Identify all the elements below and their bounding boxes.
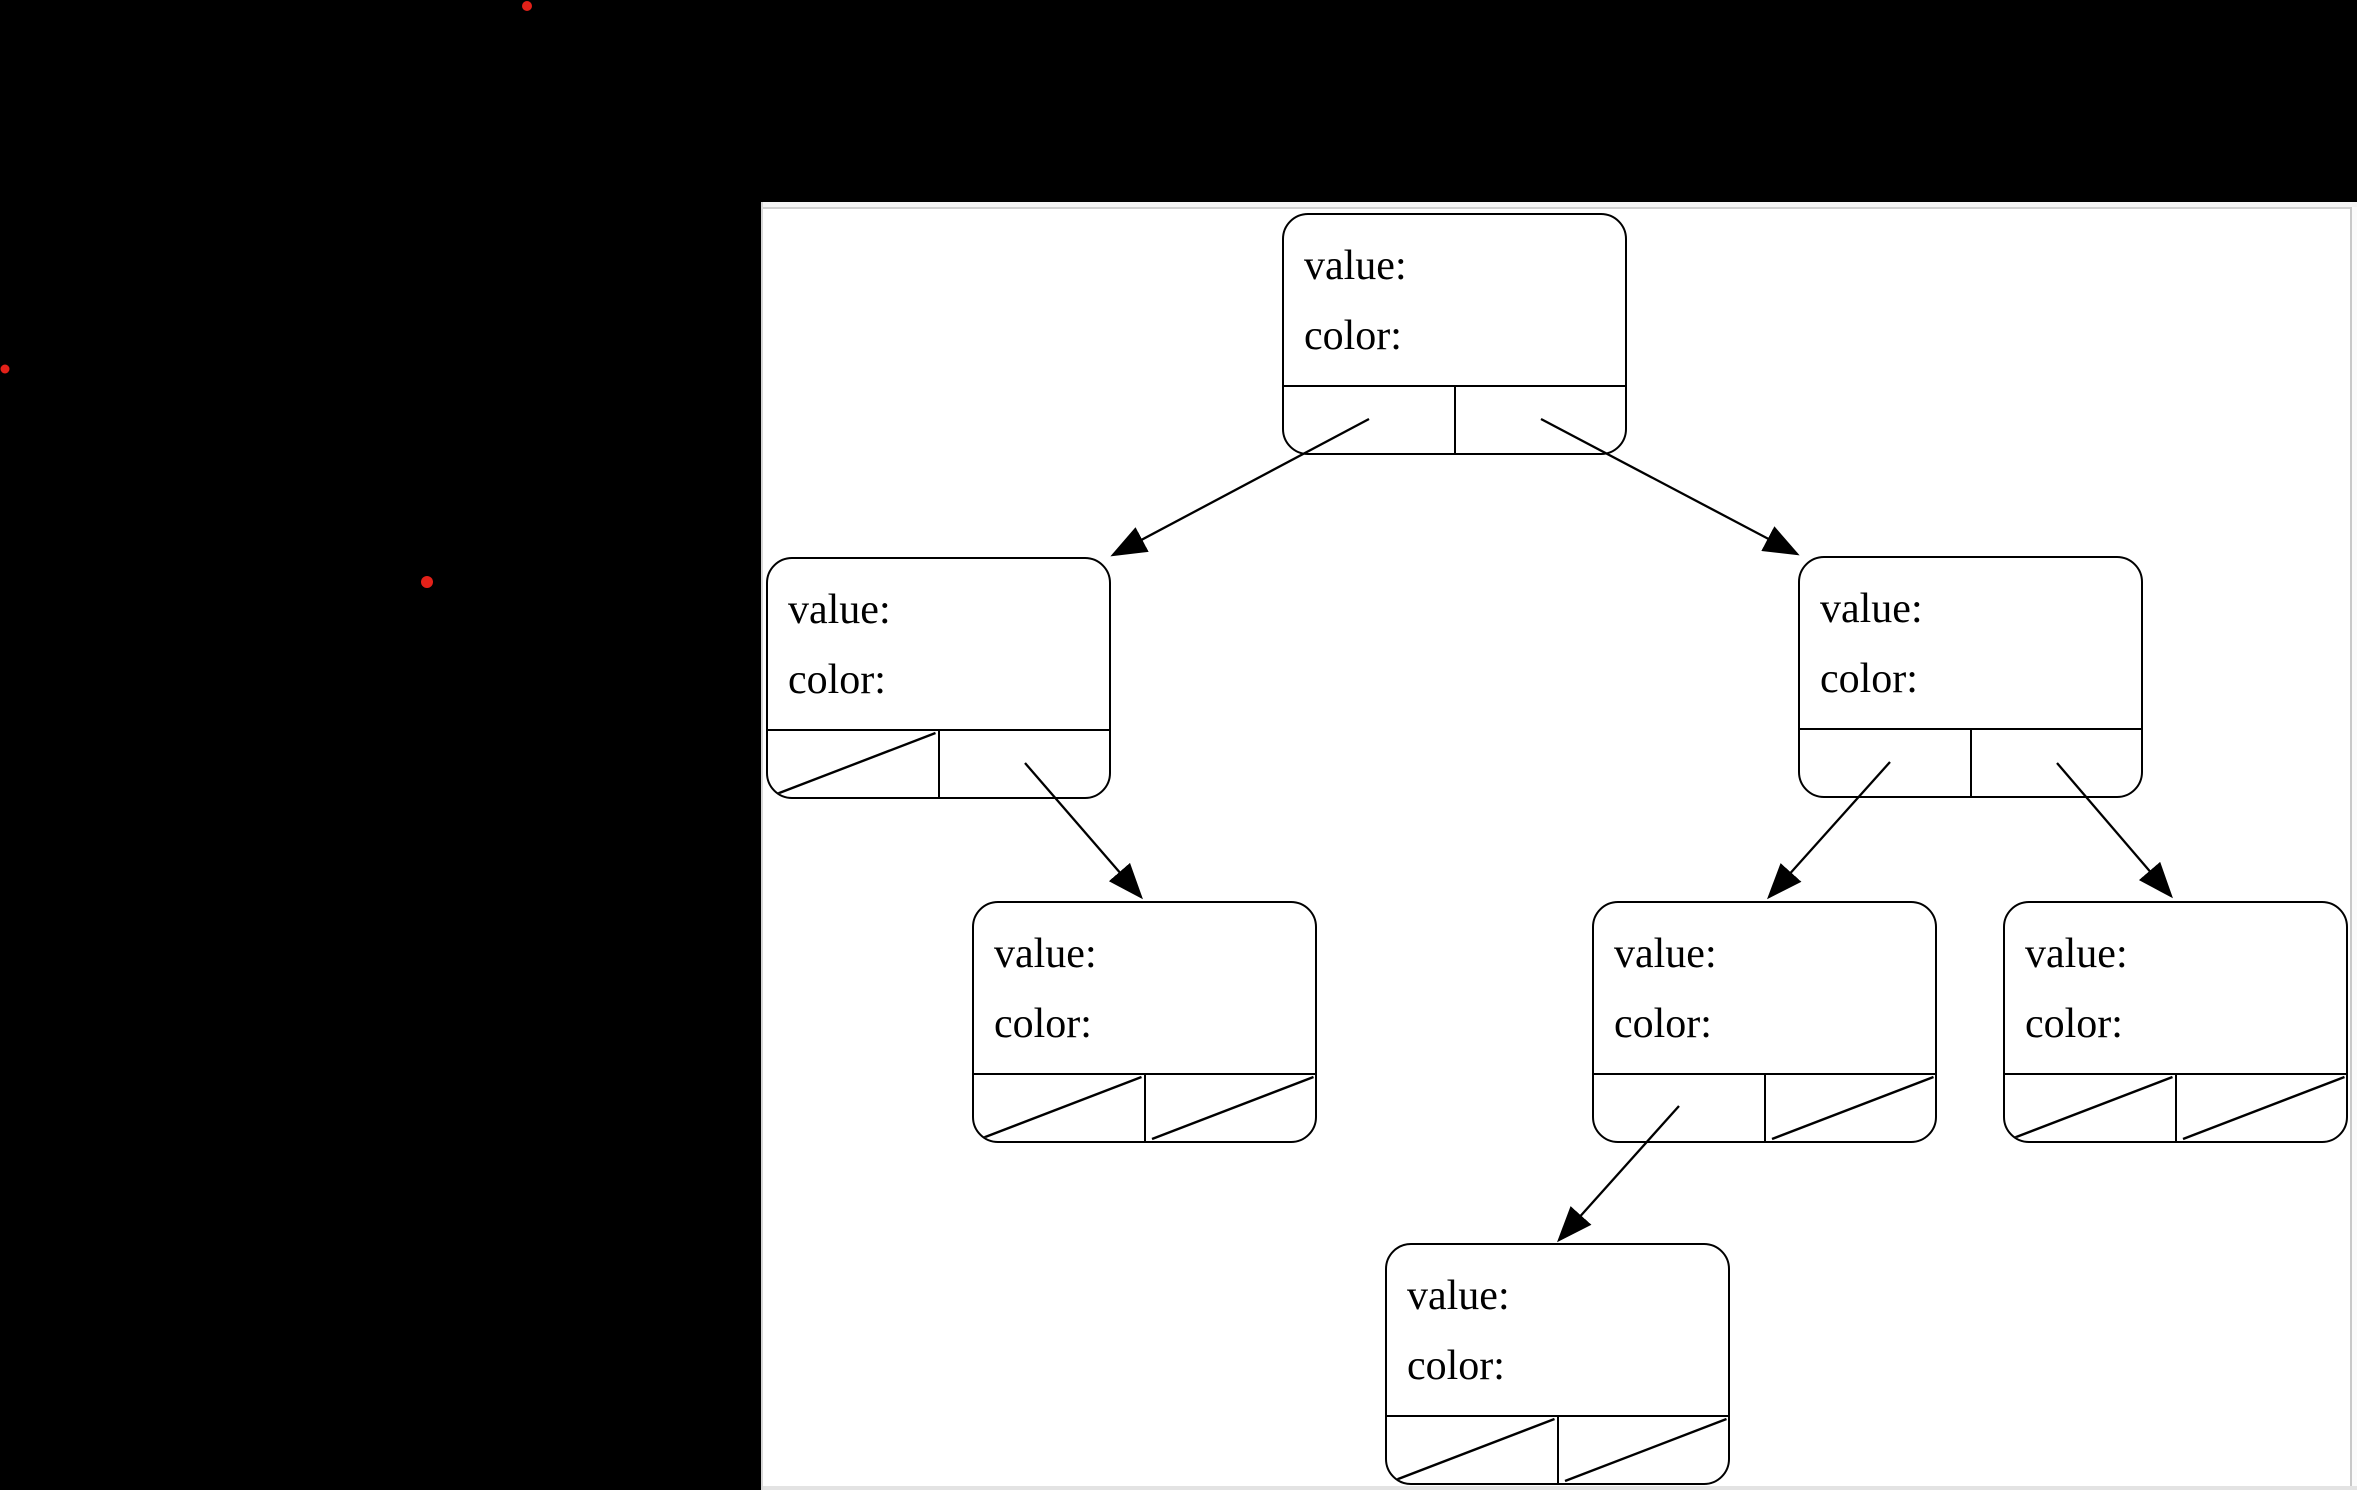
right-pointer-cell [1146,1075,1316,1141]
color-field-label: color: [1820,656,1918,702]
right-pointer-cell [2177,1075,2347,1141]
null-pointer-slash [2182,1075,2345,1141]
tree-node-left-child: value: color: [766,557,1111,799]
left-pointer-cell [1594,1075,1766,1141]
tree-node-right-child: value: color: [1798,556,2143,798]
null-pointer-slash [2010,1075,2173,1141]
right-pointer-cell [940,731,1110,797]
pointer-row [1387,1417,1728,1483]
panel-right-border [2350,207,2357,1490]
left-pointer-cell [1284,387,1456,453]
node-fields: value: color: [768,559,1109,731]
pointer-row [2005,1075,2346,1141]
value-field-label: value: [1407,1273,1510,1319]
value-field-label: value: [788,587,891,633]
node-fields: value: color: [1594,903,1935,1075]
pointer-row [1284,387,1625,453]
red-dot-annotation [421,576,433,588]
red-dot-annotation [0,364,10,374]
left-pointer-cell [2005,1075,2177,1141]
right-pointer-cell [1972,730,2142,796]
node-fields: value: color: [1284,215,1625,387]
color-field-label: color: [1304,313,1402,359]
null-pointer-slash [1771,1075,1934,1141]
node-fields: value: color: [1387,1245,1728,1417]
node-fields: value: color: [2005,903,2346,1075]
left-pointer-cell [768,731,940,797]
null-pointer-slash [1564,1417,1727,1483]
panel-bottom-border [763,1486,2357,1490]
pointer-row [974,1075,1315,1141]
pointer-row [1594,1075,1935,1141]
left-pointer-cell [974,1075,1146,1141]
node-fields: value: color: [974,903,1315,1075]
tree-node-root: value: color: [1282,213,1627,455]
color-field-label: color: [1614,1001,1712,1047]
value-field-label: value: [2025,931,2128,977]
color-field-label: color: [994,1001,1092,1047]
left-pointer-cell [1800,730,1972,796]
value-field-label: value: [994,931,1097,977]
tree-node-right-left-grandchild: value: color: [1592,901,1937,1143]
null-pointer-slash [1392,1417,1555,1483]
value-field-label: value: [1304,243,1407,289]
tree-node-right-left-left-descendant: value: color: [1385,1243,1730,1485]
null-pointer-slash [1151,1075,1314,1141]
color-field-label: color: [788,657,886,703]
panel-top-border [763,202,2357,209]
right-pointer-cell [1456,387,1626,453]
null-pointer-slash [979,1075,1142,1141]
right-pointer-cell [1559,1417,1729,1483]
pointer-row [768,731,1109,797]
value-field-label: value: [1614,931,1717,977]
red-dot-annotation [522,1,532,11]
pointer-row [1800,730,2141,796]
left-pointer-cell [1387,1417,1559,1483]
null-pointer-slash [773,731,936,797]
value-field-label: value: [1820,586,1923,632]
color-field-label: color: [1407,1343,1505,1389]
right-pointer-cell [1766,1075,1936,1141]
tree-node-right-right-grandchild: value: color: [2003,901,2348,1143]
color-field-label: color: [2025,1001,2123,1047]
node-fields: value: color: [1800,558,2141,730]
tree-node-left-right-grandchild: value: color: [972,901,1317,1143]
